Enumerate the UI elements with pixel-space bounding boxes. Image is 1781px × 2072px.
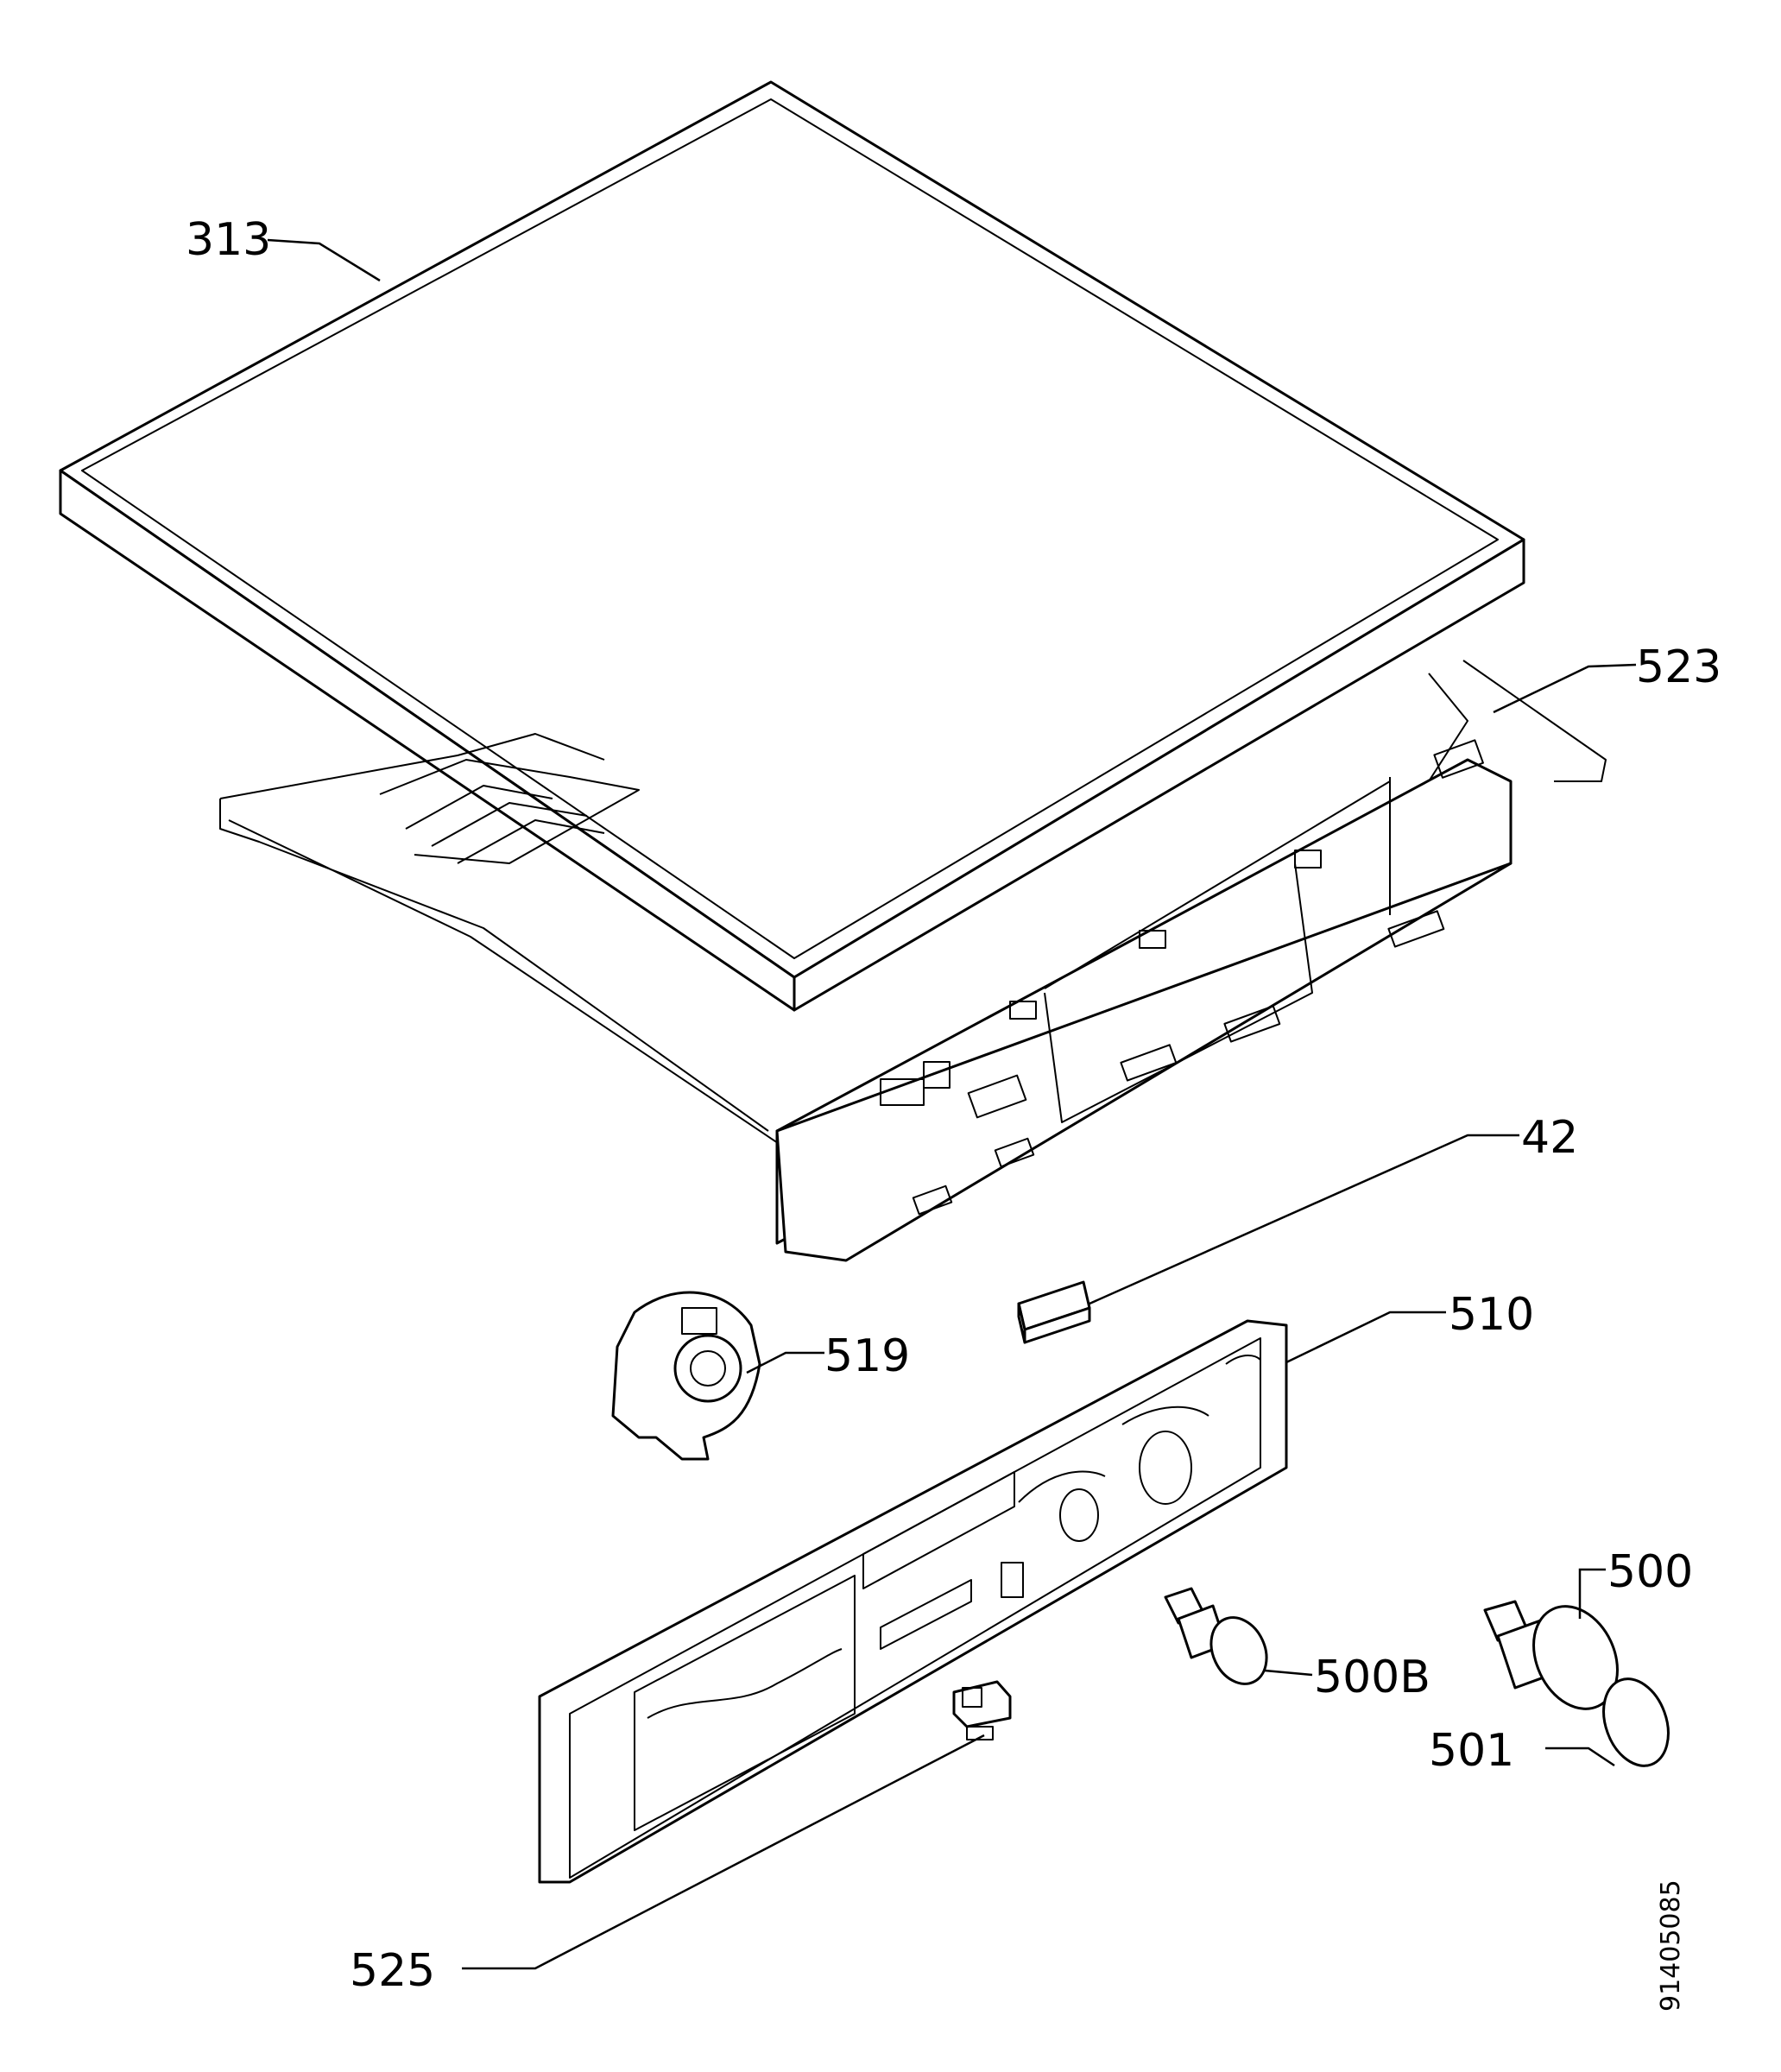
callout-510: 510 (1449, 1289, 1534, 1341)
leader-523 (1493, 663, 1637, 714)
part-500-large-knob (1483, 1600, 1619, 1710)
part-519-selector (611, 1291, 761, 1461)
part-42-connector (1017, 1280, 1091, 1344)
part-501-knob-cap (1602, 1677, 1670, 1767)
leader-519 (746, 1351, 824, 1374)
leader-42 (1089, 1134, 1519, 1305)
callout-523: 523 (1636, 641, 1721, 693)
part-510-control-panel (538, 1319, 1288, 1884)
part-500B-small-knob (1164, 1587, 1268, 1685)
part-525-switch (952, 1680, 1012, 1740)
callout-313: 313 (186, 214, 271, 266)
callout-501: 501 (1429, 1725, 1514, 1777)
callout-42: 42 (1521, 1112, 1578, 1164)
callout-525: 525 (350, 1945, 435, 1997)
callout-500: 500 (1607, 1546, 1693, 1598)
callout-labels: 313 523 42 519 510 500 500B 501 525 (186, 214, 1721, 1997)
part-523-support-frame (219, 660, 1607, 1262)
leader-510 (1285, 1311, 1446, 1364)
callout-519: 519 (824, 1330, 910, 1382)
leader-lines (267, 238, 1637, 1970)
leader-500B (1264, 1669, 1313, 1677)
leader-525 (462, 1734, 985, 1970)
reference-code: 91405085 (1656, 1879, 1686, 2012)
part-313-top-cover (59, 80, 1525, 1012)
leader-313 (267, 238, 381, 282)
leader-500 (1578, 1568, 1606, 1619)
callout-500B: 500B (1314, 1652, 1430, 1703)
leader-501 (1545, 1747, 1615, 1767)
